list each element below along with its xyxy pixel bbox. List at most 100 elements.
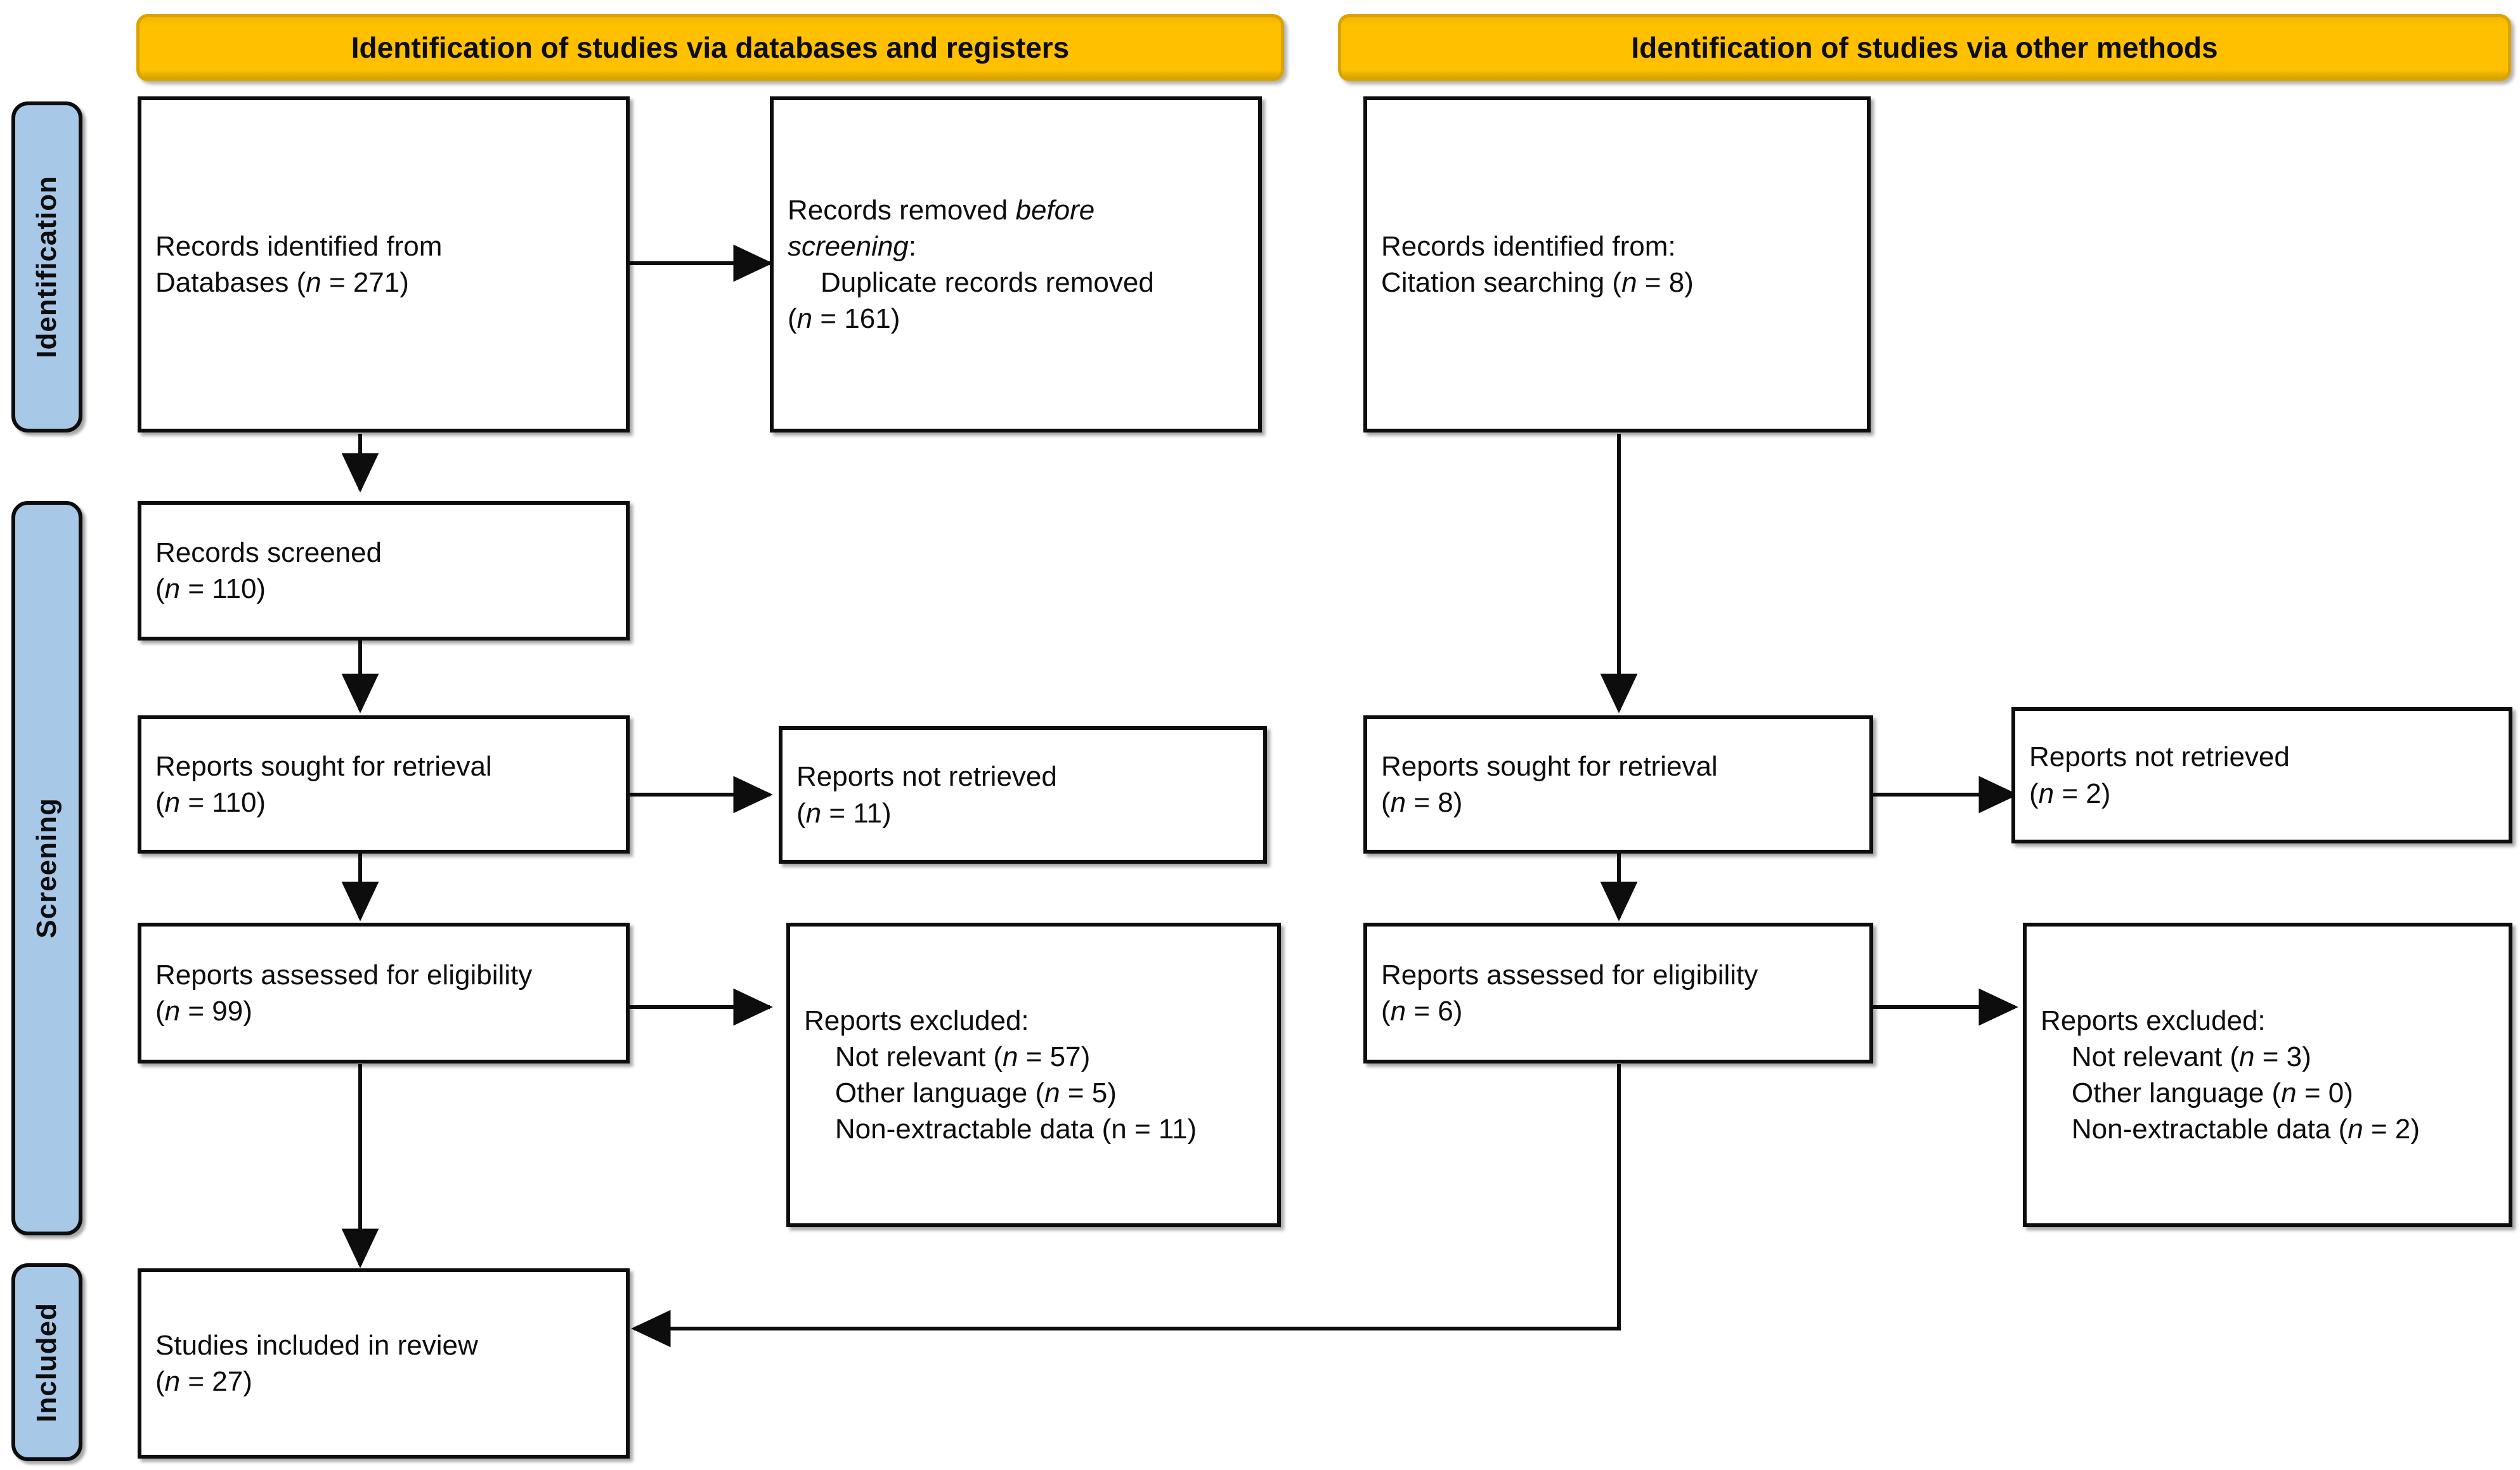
node-reports-assessed-databases: Reports assessed for eligibility (n = 99) <box>138 923 630 1063</box>
italic-screening: screening <box>788 230 909 262</box>
italic-n: n <box>2239 1041 2255 1072</box>
italic-before: before <box>1015 194 1095 226</box>
line-2-pre: ( <box>155 1366 165 1397</box>
line-2-post: = 27) <box>180 1366 252 1397</box>
phase-bar-screening-label: Screening <box>31 798 62 939</box>
italic-n: n <box>164 1366 181 1397</box>
node-records-screened: Records screened (n = 110) <box>138 501 630 641</box>
node-reports-assessed-databases-text: Reports assessed for eligibility (n = 99) <box>141 957 626 1029</box>
line-2-post: = 11) <box>821 797 892 829</box>
italic-n: n <box>164 573 181 604</box>
line-2-pre: ( <box>796 797 806 829</box>
line-1: Reports sought for retrieval <box>1381 750 1718 782</box>
line-2-post: = 6) <box>1406 996 1463 1027</box>
banner-other-methods: Identification of studies via other meth… <box>1338 14 2511 81</box>
line-1: Records screened <box>155 537 382 568</box>
line-2-pre: Databases ( <box>155 267 306 298</box>
line-3-pre: Other language ( <box>804 1077 1045 1109</box>
node-reports-sought-databases: Reports sought for retrieval (n = 110) <box>138 715 630 854</box>
line-4: Non-extractable data (n = 11) <box>804 1114 1197 1145</box>
line-2-post: = 8) <box>1637 267 1694 298</box>
line-4-post: = 161) <box>812 303 900 335</box>
line-2-post: = 99) <box>180 996 252 1027</box>
line-2-pre: ( <box>155 996 165 1027</box>
line-3: Duplicate records removed <box>821 267 1154 298</box>
italic-n: n <box>796 303 813 335</box>
line-2-pre: Citation searching ( <box>1381 267 1622 298</box>
italic-n: n <box>164 996 181 1027</box>
italic-n: n <box>2281 1077 2297 1109</box>
line-2-pre: Not relevant ( <box>2041 1041 2240 1072</box>
node-reports-excluded-databases: Reports excluded: Not relevant (n = 57) … <box>786 923 1281 1227</box>
line-2-post: = 271) <box>321 267 409 298</box>
node-studies-included-in-review-text: Studies included in review (n = 27) <box>141 1327 626 1400</box>
node-reports-excluded-databases-text: Reports excluded: Not relevant (n = 57) … <box>790 1003 1277 1148</box>
node-records-removed-before-screening: Records removed before screening: Duplicat… <box>770 96 1262 433</box>
line-1: Reports assessed for eligibility <box>155 959 533 991</box>
line-2-post: = 8) <box>1406 787 1463 818</box>
phase-bar-included-label: Included <box>31 1302 62 1422</box>
phase-bar-identification: Identification <box>11 101 82 433</box>
line-2-post: = 2) <box>2054 777 2111 809</box>
line-2-pre: ( <box>1381 787 1391 818</box>
line-1-pre: Records removed <box>788 194 1016 226</box>
banner-other-methods-label: Identification of studies via other meth… <box>1631 31 2218 64</box>
italic-n: n <box>2348 1114 2363 1145</box>
node-reports-not-retrieved-databases: Reports not retrieved (n = 11) <box>779 726 1267 864</box>
italic-n: n <box>1390 996 1406 1027</box>
node-records-screened-text: Records screened (n = 110) <box>141 535 626 607</box>
phase-bar-included: Included <box>11 1263 82 1461</box>
line-1: Reports excluded: <box>804 1005 1029 1036</box>
node-reports-sought-other: Reports sought for retrieval (n = 8) <box>1363 715 1873 854</box>
node-reports-not-retrieved-other-text: Reports not retrieved (n = 2) <box>2015 739 2509 811</box>
line-4-pre: ( <box>788 303 797 335</box>
line-2-post: = 110) <box>180 787 266 818</box>
line-1: Records identified from: <box>1381 230 1676 262</box>
line-1: Reports assessed for eligibility <box>1381 959 1758 991</box>
italic-n: n <box>164 787 181 818</box>
node-reports-not-retrieved-databases-text: Reports not retrieved (n = 11) <box>783 758 1263 831</box>
italic-n: n <box>2038 777 2055 809</box>
phase-bar-identification-label: Identification <box>31 176 62 358</box>
node-reports-sought-databases-text: Reports sought for retrieval (n = 110) <box>141 748 626 821</box>
line-2-pre: Not relevant ( <box>804 1041 1003 1072</box>
line-1: Reports sought for retrieval <box>155 750 492 782</box>
line-3-post: = 0) <box>2296 1077 2353 1109</box>
line-2-pre: ( <box>155 787 165 818</box>
node-records-removed-before-screening-text: Records removed before screening: Duplicat… <box>774 192 1258 337</box>
line-1: Reports not retrieved <box>796 761 1057 793</box>
node-reports-assessed-other-text: Reports assessed for eligibility (n = 6) <box>1367 957 1869 1029</box>
line-3-post: = 5) <box>1060 1077 1117 1109</box>
node-reports-sought-other-text: Reports sought for retrieval (n = 8) <box>1367 748 1869 821</box>
line-2-post: : <box>908 230 917 262</box>
italic-n: n <box>1044 1077 1060 1109</box>
node-reports-assessed-other: Reports assessed for eligibility (n = 6) <box>1363 923 1873 1063</box>
italic-n: n <box>1003 1041 1018 1072</box>
line-4-post: = 2) <box>2363 1114 2420 1145</box>
node-reports-not-retrieved-other: Reports not retrieved (n = 2) <box>2011 707 2512 843</box>
italic-n: n <box>1390 787 1406 818</box>
italic-n: n <box>805 797 822 829</box>
line-1: Reports excluded: <box>2041 1005 2266 1036</box>
line-4-pre: Non-extractable data ( <box>2041 1114 2348 1145</box>
line-2-post: = 3) <box>2254 1041 2311 1072</box>
line-1: Records identified from <box>155 230 443 262</box>
line-2-post: = 110) <box>180 573 266 604</box>
line-2-pre: ( <box>1381 996 1391 1027</box>
line-1: Studies included in review <box>155 1329 478 1361</box>
line-1: Reports not retrieved <box>2029 741 2290 773</box>
phase-bar-screening: Screening <box>11 501 82 1235</box>
line-2-pre: ( <box>155 573 165 604</box>
node-records-identified-other: Records identified from: Citation searchi… <box>1363 96 1871 433</box>
italic-n: n <box>306 267 321 298</box>
line-2-post: = 57) <box>1018 1041 1091 1072</box>
node-records-identified-other-text: Records identified from: Citation searchi… <box>1367 228 1867 301</box>
banner-databases-registers-label: Identification of studies via databases … <box>351 31 1070 64</box>
line-3-pre: Other language ( <box>2041 1077 2282 1109</box>
node-studies-included-in-review: Studies included in review (n = 27) <box>138 1268 630 1459</box>
banner-databases-registers: Identification of studies via databases … <box>136 14 1284 81</box>
line-2-pre: ( <box>2029 777 2039 809</box>
